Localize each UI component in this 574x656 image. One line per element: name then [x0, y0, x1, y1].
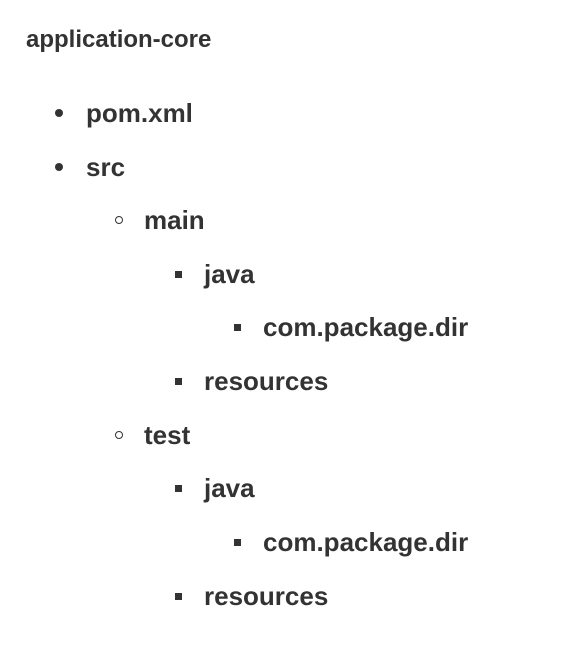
- square-bullet-icon: [234, 323, 241, 331]
- disc-bullet-icon: [55, 109, 63, 117]
- disc-bullet-icon: [55, 163, 63, 171]
- tree-item-src: src: [55, 152, 125, 182]
- tree-item-label: resources: [204, 581, 329, 611]
- tree-item-main-resources: resources: [175, 366, 328, 396]
- tree-item-test-java: java: [175, 473, 255, 503]
- tree-item-test-resources: resources: [175, 581, 328, 611]
- tree-item-label: java: [204, 473, 255, 503]
- square-bullet-icon: [175, 484, 182, 492]
- tree-item-main: main: [115, 205, 205, 235]
- tree-item-label: com.package.dir: [263, 312, 469, 342]
- circle-bullet-icon: [115, 431, 123, 439]
- square-bullet-icon: [234, 538, 241, 546]
- tree-root-label: application-core: [26, 26, 212, 53]
- tree-item-label: resources: [204, 366, 329, 396]
- tree-item-label: test: [144, 420, 191, 450]
- tree-item-label: pom.xml: [86, 98, 193, 128]
- tree-item-label: src: [86, 152, 126, 182]
- square-bullet-icon: [175, 377, 182, 385]
- tree-item-pom-xml: pom.xml: [55, 98, 193, 128]
- tree-item-main-package: com.package.dir: [234, 312, 468, 342]
- tree-item-test: test: [115, 420, 190, 450]
- circle-bullet-icon: [115, 216, 123, 224]
- square-bullet-icon: [175, 270, 182, 278]
- tree-item-main-java: java: [175, 259, 255, 289]
- tree-item-label: com.package.dir: [263, 527, 469, 557]
- square-bullet-icon: [175, 592, 182, 600]
- tree-item-label: main: [144, 205, 205, 235]
- tree-item-test-package: com.package.dir: [234, 527, 468, 557]
- tree-item-label: java: [204, 259, 255, 289]
